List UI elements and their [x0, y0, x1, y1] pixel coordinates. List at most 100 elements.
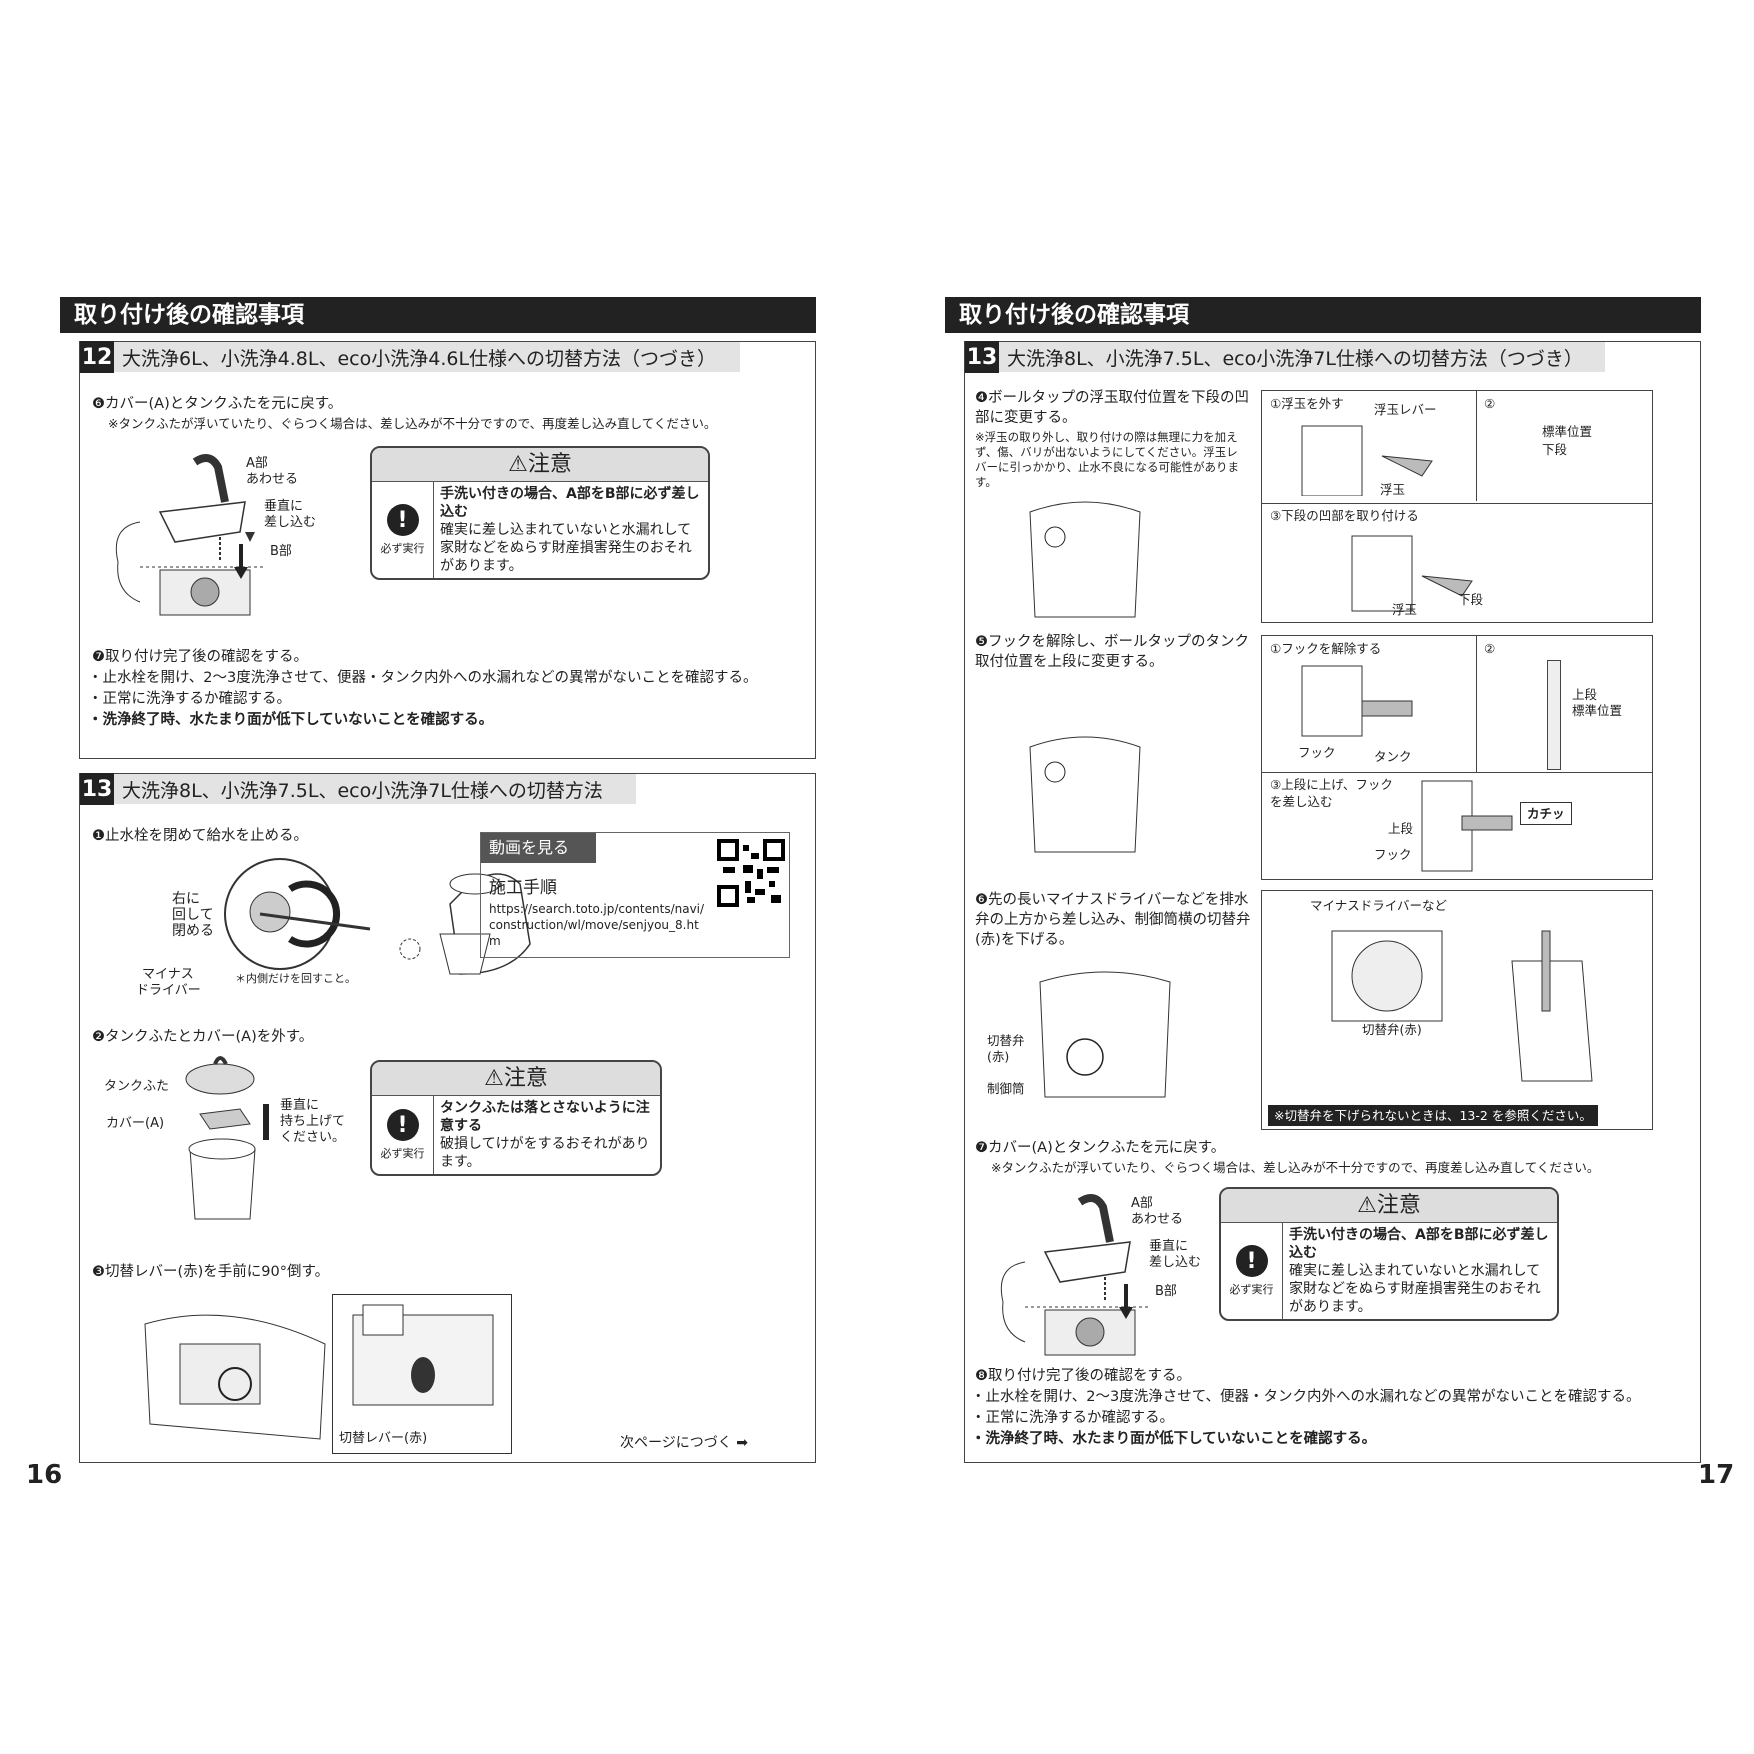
tank-hook-illustration: [1029, 736, 1141, 853]
hook-upper-illustration: [1421, 780, 1513, 872]
reference-note: ※切替弁を下げられないときは、13-2 を参照ください。: [1268, 1105, 1598, 1126]
step-text: ❼取り付け完了後の確認をする。: [92, 649, 308, 665]
caution-strong: 手洗い付きの場合、A部をB部に必ず差し込む: [1289, 1227, 1549, 1261]
step-text: ❷タンクふたとカバー(A)を外す。: [92, 1029, 314, 1045]
label-lift: 持ち上げて: [280, 1114, 346, 1129]
caution-strong: タンクふたは落とさないように注意する: [440, 1100, 650, 1134]
step-text: ❸切替レバー(赤)を手前に90°倒す。: [92, 1264, 330, 1280]
label-close: 閉める: [172, 923, 214, 939]
label-hook: フック: [1374, 847, 1412, 862]
lever-detail: 切替レバー(赤): [332, 1294, 512, 1454]
label-red: (赤): [987, 1049, 1010, 1064]
label-upper: 上段: [1572, 687, 1598, 702]
label-align: あわせる: [246, 472, 299, 487]
label-vertical: 垂直に: [280, 1098, 320, 1113]
label-turn-right: 右に: [172, 891, 200, 907]
step-title: 大洗浄6L、小洗浄4.8L、eco小洗浄4.6L仕様への切替方法（つづき）: [122, 347, 717, 370]
step-text: ❻カバー(A)とタンクふたを元に戻す。: [92, 396, 343, 412]
note-text: ＊内側だけを回すこと。: [235, 972, 356, 985]
step-number: 13: [80, 773, 114, 805]
detail-title: ①フックを解除する: [1270, 641, 1382, 656]
note-text: ※タンクふたが浮いていたり、ぐらつく場合は、差し込みが不十分ですので、再度差し込…: [991, 1160, 1600, 1175]
video-url[interactable]: https://search.toto.jp/contents/navi/con…: [489, 902, 705, 948]
label-float: 浮玉: [1392, 602, 1418, 617]
arrow-right-icon: ➡: [736, 1435, 748, 1451]
section-header: 取り付け後の確認事項: [945, 297, 1701, 333]
label-standard-position: 標準位置: [1542, 424, 1593, 439]
exclamation-icon: !: [386, 1109, 419, 1141]
note-text: ※浮玉の取り外し、取り付けの際は無理に力を加えず、傷、バリが出ないようにしてくだ…: [975, 430, 1240, 489]
check-item: ・止水栓を開け、2～3度洗浄させて、便器・タンク内外への水漏れなどの異常がないこ…: [88, 670, 758, 686]
label-insert: 差し込む: [1149, 1255, 1202, 1270]
label-screwdriver: マイナス: [142, 967, 194, 982]
tank-lid-illustration: [1000, 1194, 1150, 1356]
click-callout: カチッ: [1520, 802, 1572, 825]
caution-text: 破損してけがをするおそれがあります。: [440, 1136, 650, 1170]
step-number: 13: [965, 341, 999, 373]
exclamation-icon: !: [1235, 1245, 1268, 1277]
label-please: ください。: [280, 1130, 346, 1145]
video-heading: 動画を見る: [481, 833, 596, 863]
label-control-cylinder: 制御筒: [987, 1081, 1025, 1096]
step12-heading: 12 大洗浄6L、小洗浄4.8L、eco小洗浄4.6L仕様への切替方法（つづき）: [80, 341, 740, 373]
caution-title: ⚠注意: [372, 448, 708, 482]
label-upper: 上段: [1388, 821, 1414, 836]
label-tank: タンク: [1374, 749, 1412, 764]
caution-title: ⚠注意: [372, 1062, 660, 1096]
step-text: ❼カバー(A)とタンクふたを元に戻す。: [975, 1140, 1226, 1156]
step-text: ❻先の長いマイナスドライバーなどを排水弁の上方から差し込み、制御筒横の切替弁(赤…: [975, 892, 1251, 948]
detail-title: ③下段の凹部を取り付ける: [1270, 508, 1419, 523]
arrow-up-icon: [263, 1104, 269, 1140]
label-lower: 下段: [1542, 442, 1568, 457]
float-lower-illustration: [1351, 535, 1473, 612]
check-item: ・止水栓を開け、2～3度洗浄させて、便器・タンク内外への水漏れなどの異常がないこ…: [971, 1389, 1641, 1405]
section-header: 取り付け後の確認事項: [60, 297, 816, 333]
page-number: 17: [1698, 1460, 1735, 1490]
label-hook: フック: [1298, 745, 1336, 760]
valve-detail-illustration: [1331, 930, 1593, 1082]
label-tank-lid: タンクふた: [104, 1079, 170, 1094]
check-item: ・正常に洗浄するか確認する。: [971, 1410, 1174, 1426]
label-insert: 差し込む: [264, 515, 317, 530]
stop-valve-illustration: [224, 858, 531, 975]
video-title: 施工手順: [489, 878, 557, 898]
must-do-label: 必ず実行: [380, 542, 425, 555]
step13-heading: 13 大洗浄8L、小洗浄7.5L、eco小洗浄7L仕様への切替方法（つづき）: [965, 341, 1605, 373]
hook-detail-illustration: [1301, 665, 1413, 737]
label-switch-valve: 切替弁: [987, 1033, 1025, 1048]
step5-detail: ①フックを解除する フック タンク ② 上段 標準位置 ③上段に上げ、フックを差…: [1261, 635, 1653, 880]
check-item-bold: ・洗浄終了時、水たまり面が低下していないことを確認する。: [971, 1431, 1377, 1447]
label-standard-position: 標準位置: [1572, 703, 1623, 718]
page-number: 16: [26, 1460, 63, 1490]
step13-continued-box: 13 大洗浄8L、小洗浄7.5L、eco小洗浄7L仕様への切替方法（つづき） ❹…: [964, 341, 1701, 1463]
must-do-label: 必ず実行: [380, 1147, 425, 1160]
label-b-part: B部: [1155, 1284, 1177, 1299]
continue-next[interactable]: 次ページにつづく ➡: [620, 1432, 748, 1452]
step6-detail: マイナスドライバーなど 切替弁(赤) ※切替弁を下げられないときは、13-2 を…: [1261, 890, 1653, 1130]
exclamation-icon: !: [386, 504, 419, 536]
label-switch-lever: 切替レバー(赤): [339, 1431, 428, 1446]
tank-parts-illustration: [185, 1056, 256, 1220]
label-lower: 下段: [1458, 592, 1484, 607]
label-vertical: 垂直に: [1149, 1239, 1189, 1254]
caution-box: ⚠注意 ! 必ず実行 タンクふたは落とさないように注意する破損してけがをするおそれ…: [370, 1060, 662, 1176]
tank-float-illustration: [1029, 501, 1141, 618]
label-vertical: 垂直に: [264, 499, 304, 514]
video-box: 動画を見る 施工手順 https://search.toto.jp/conten…: [480, 832, 790, 958]
step-text: ❽取り付け完了後の確認をする。: [975, 1368, 1191, 1384]
label-a-part: A部: [1131, 1196, 1153, 1211]
caution-title: ⚠注意: [1221, 1189, 1557, 1223]
label-turn: 回して: [172, 907, 214, 923]
caution-box: ⚠注意 !必ず実行 手洗い付きの場合、A部をB部に必ず差し込む確実に差し込まれて…: [1219, 1187, 1559, 1321]
step12-box: 12 大洗浄6L、小洗浄4.8L、eco小洗浄4.6L仕様への切替方法（つづき）…: [79, 341, 816, 759]
label-a-part: A部: [246, 456, 268, 471]
label-b-part: B部: [270, 544, 292, 559]
caution-strong: 手洗い付きの場合、A部をB部に必ず差し込む: [440, 486, 700, 520]
qr-code-icon[interactable]: [717, 839, 785, 907]
step13-heading: 13 大洗浄8L、小洗浄7.5L、eco小洗浄7L仕様への切替方法: [80, 773, 636, 805]
label-switch-valve: 切替弁(赤): [1362, 1022, 1422, 1037]
step-title: 大洗浄8L、小洗浄7.5L、eco小洗浄7L仕様への切替方法: [122, 779, 603, 802]
caution-text: 確実に差し込まれていないと水漏れして家財などをぬらす財産損害発生のおそれがありま…: [1289, 1263, 1541, 1315]
step-text: ❺フックを解除し、ボールタップのタンク取付位置を上段に変更する。: [975, 634, 1249, 670]
detail-title: ①浮玉を外す: [1270, 396, 1344, 411]
